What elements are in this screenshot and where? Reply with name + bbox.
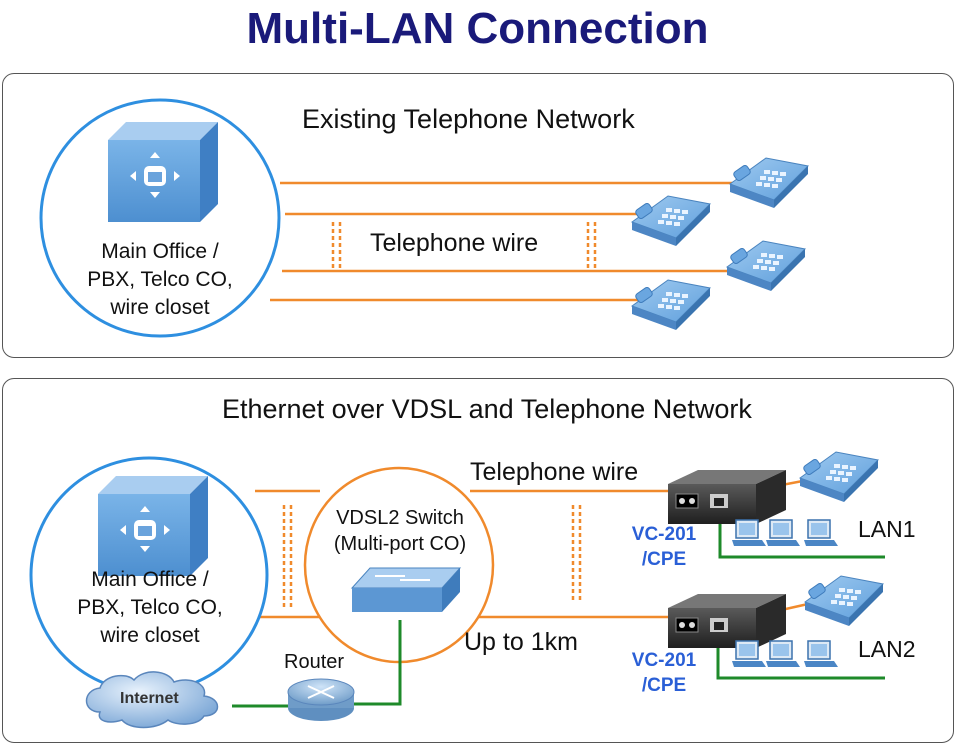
lan1-label: LAN1 bbox=[858, 516, 916, 542]
router-icon bbox=[287, 678, 355, 721]
internet-cloud-icon bbox=[85, 671, 219, 729]
phone-icon bbox=[804, 575, 884, 627]
internet-label: Internet bbox=[120, 690, 179, 707]
office-label-line: PBX, Telco CO, bbox=[87, 268, 233, 291]
pbx-cube-icon bbox=[98, 476, 208, 576]
phone-icon bbox=[631, 279, 711, 331]
distance-label: Up to 1km bbox=[464, 628, 578, 656]
phone-icon bbox=[799, 451, 879, 503]
phone-icon bbox=[631, 195, 711, 247]
bottom-office-label: Main Office / PBX, Telco CO, wire closet bbox=[50, 566, 250, 650]
pc-icon bbox=[731, 519, 767, 547]
device-model-label: VC-201 /CPE bbox=[614, 522, 714, 572]
bottom-wire-label: Telephone wire bbox=[470, 458, 639, 486]
lan2-label: LAN2 bbox=[858, 636, 916, 662]
vc201-device-icon bbox=[667, 593, 787, 649]
device-model-line: /CPE bbox=[641, 549, 687, 570]
switch-label-line: VDSL2 Switch bbox=[336, 507, 464, 529]
router-label: Router bbox=[284, 651, 345, 673]
device-model-line: VC-201 bbox=[631, 650, 697, 671]
bottom-panel-heading: Ethernet over VDSL and Telephone Network bbox=[222, 394, 752, 424]
laptop-icon bbox=[803, 519, 839, 547]
top-panel-heading: Existing Telephone Network bbox=[302, 104, 635, 134]
office-label-line: wire closet bbox=[100, 624, 200, 647]
phone-icon bbox=[729, 157, 809, 209]
office-label-line: Main Office / bbox=[91, 568, 209, 591]
pc-icon bbox=[765, 519, 801, 547]
phone-icon bbox=[726, 240, 806, 292]
bottom-wire-dashes bbox=[282, 505, 582, 608]
office-label-line: PBX, Telco CO, bbox=[77, 596, 223, 619]
office-label-line: Main Office / bbox=[101, 240, 219, 263]
top-wires bbox=[270, 181, 745, 302]
office-label-line: wire closet bbox=[110, 296, 210, 319]
page-title: Multi-LAN Connection bbox=[246, 4, 709, 53]
pc-icon bbox=[765, 640, 801, 668]
green-cables bbox=[232, 520, 885, 708]
vc201-device-icon bbox=[667, 469, 787, 525]
top-wire-dashes bbox=[331, 222, 597, 268]
device-model-line: /CPE bbox=[641, 675, 687, 696]
top-wire-label: Telephone wire bbox=[370, 229, 539, 257]
switch-label-line: (Multi-port CO) bbox=[333, 533, 467, 555]
pbx-cube-icon bbox=[108, 122, 218, 222]
device-model-line: VC-201 bbox=[631, 524, 697, 545]
vdsl-switch-icon bbox=[350, 567, 462, 612]
device-model-label: VC-201 /CPE bbox=[614, 648, 714, 698]
laptop-icon bbox=[803, 640, 839, 668]
switch-label: VDSL2 Switch (Multi-port CO) bbox=[310, 505, 490, 557]
top-office-label: Main Office / PBX, Telco CO, wire closet bbox=[60, 238, 260, 322]
